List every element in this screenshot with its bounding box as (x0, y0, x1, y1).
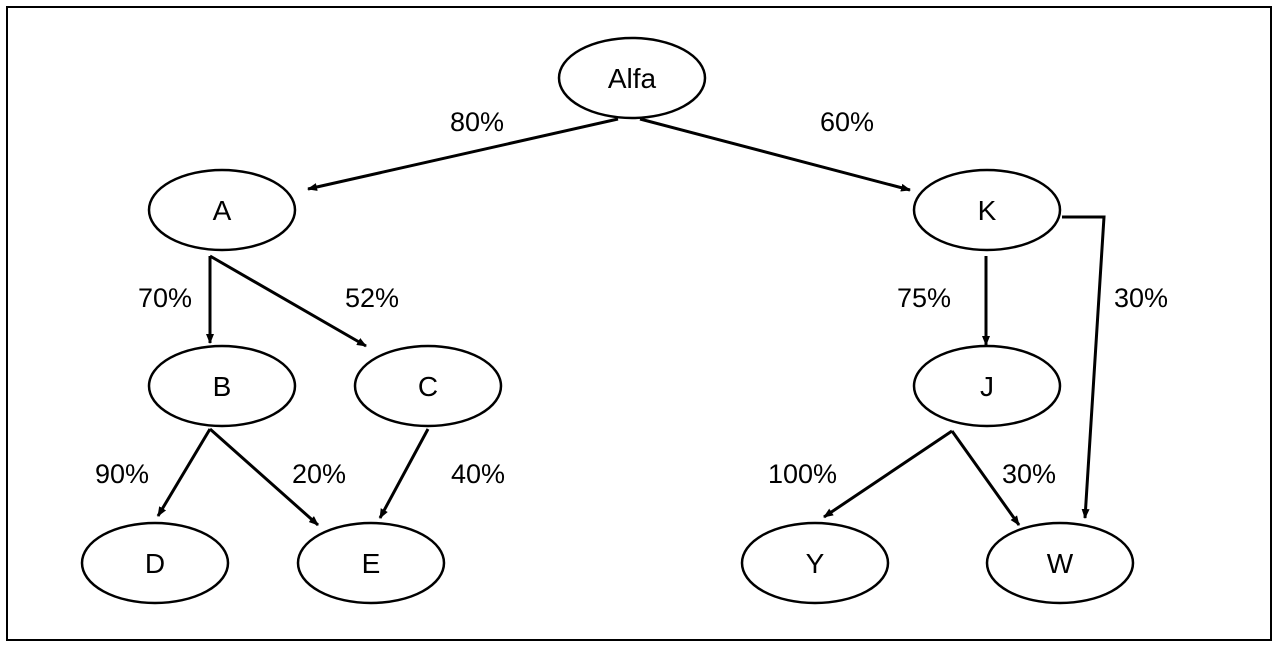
edge-label-a-c: 52% (345, 283, 399, 313)
node-label-e: E (362, 548, 381, 579)
node-w: W (985, 521, 1135, 605)
edge-label-c-e: 40% (451, 459, 505, 489)
edge-label-j-w: 30% (1002, 459, 1056, 489)
edge-j-w (950, 430, 1021, 526)
node-ellipse-b (147, 344, 297, 428)
edge-label-a-b: 70% (138, 283, 192, 313)
edge-label-b-e: 20% (292, 459, 346, 489)
edge-label-b-d: 90% (95, 459, 149, 489)
edge-b-e (209, 427, 319, 527)
edge-alfa-k (639, 117, 911, 192)
node-label-d: D (145, 548, 165, 579)
edges-layer: 80% 60% 70% 52% 90% 20% 40% 75% 30% 100% 30% (95, 107, 1168, 527)
node-k: K (912, 168, 1062, 252)
node-label-w: W (1047, 548, 1074, 579)
node-d: D (80, 521, 230, 605)
node-ellipse-alfa (557, 36, 707, 120)
node-ellipse-c (353, 344, 503, 428)
node-label-k: K (978, 195, 997, 226)
node-a: A (147, 168, 297, 252)
node-e: E (296, 521, 446, 605)
node-ellipse-w (985, 521, 1135, 605)
edge-label-alfa-k: 60% (820, 107, 874, 137)
node-label-a: A (213, 195, 232, 226)
node-ellipse-d (80, 521, 230, 605)
node-y: Y (740, 521, 890, 605)
edge-alfa-a (307, 117, 619, 191)
edge-j-y (823, 429, 953, 519)
edge-a-c (209, 254, 367, 348)
edge-label-k-j: 75% (897, 283, 951, 313)
edge-b-d (156, 428, 212, 517)
node-ellipse-j (912, 344, 1062, 428)
node-label-j: J (980, 371, 994, 402)
node-label-y: Y (806, 548, 825, 579)
node-ellipse-k (912, 168, 1062, 252)
edge-label-alfa-a: 80% (450, 107, 504, 137)
node-label-b: B (213, 371, 232, 402)
node-ellipse-e (296, 521, 446, 605)
node-ellipse-y (740, 521, 890, 605)
edge-k-w (1062, 215, 1106, 519)
node-c: C (353, 344, 503, 428)
edge-label-k-w: 30% (1114, 283, 1168, 313)
edge-label-j-y: 100% (768, 459, 837, 489)
node-alfa: Alfa (557, 36, 707, 120)
node-label-alfa: Alfa (608, 63, 657, 94)
node-ellipse-a (147, 168, 297, 252)
node-label-c: C (418, 371, 438, 402)
edge-c-e (378, 428, 430, 519)
node-b: B (147, 344, 297, 428)
node-j: J (912, 344, 1062, 428)
